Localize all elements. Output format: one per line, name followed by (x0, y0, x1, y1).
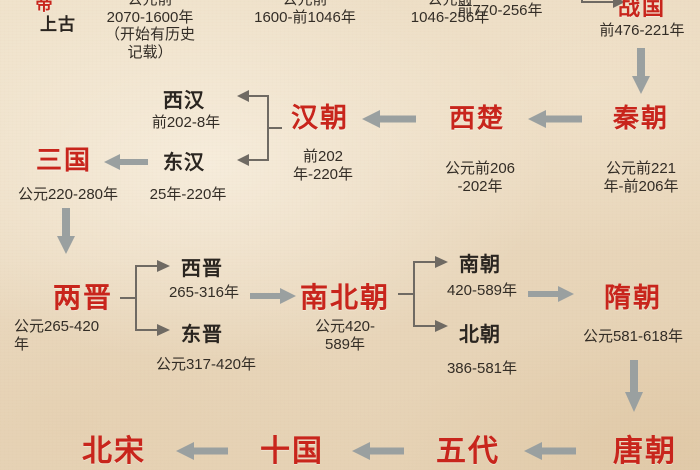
years-suichao: 公元581-618年 (582, 328, 684, 345)
node-wudai: 五代 (436, 435, 500, 468)
node-liangjin: 两晋 (52, 282, 113, 313)
arrow-suichao-to-tangchao (624, 360, 644, 412)
node-sanhuang-wudi-partial: 帝 (35, 0, 55, 14)
years-liangjin: 公元265-420 年 (14, 318, 100, 353)
years-qinchao: 公元前221 年-前206年 (603, 160, 679, 195)
node-shiguo: 十国 (260, 435, 324, 468)
years-zhanguo: 前476-221年 (599, 22, 685, 39)
node-beichao: 北朝 (459, 324, 501, 346)
node-tangchao: 唐朝 (613, 435, 677, 468)
connector-hanchao-split (224, 88, 288, 168)
arrow-xichu-to-hanchao (362, 108, 416, 130)
arrow-zhanguo-to-qinchao (631, 48, 651, 94)
years-dongjin: 公元317-420年 (155, 356, 257, 373)
arrow-shiguo-to-beisong (176, 440, 228, 462)
years-hanchao: 前202 年-220年 (292, 148, 354, 183)
connector-liangjin-split (112, 256, 182, 340)
node-sanguo: 三国 (35, 145, 92, 175)
years-dongzhou: 前770-256年 (457, 2, 543, 19)
node-suichao: 隋朝 (604, 283, 662, 313)
years-shang: 公元前 1600-前1046年 (254, 0, 356, 26)
node-xihan: 西汉 (163, 90, 205, 112)
node-shanggu: 上古 (40, 15, 76, 34)
arrow-nanchao-to-suichao (528, 284, 574, 304)
arrow-donghan-to-sanguo (104, 152, 148, 172)
node-nanchao: 南朝 (459, 254, 501, 276)
years-nanchao: 420-589年 (446, 282, 518, 299)
node-dongjin: 东晋 (181, 324, 223, 346)
node-qinchao: 秦朝 (612, 103, 669, 133)
arrow-wudai-to-shiguo (352, 440, 404, 462)
node-donghan: 东汉 (163, 152, 205, 174)
node-zhanguo: 战国 (617, 0, 666, 20)
connector-nanbeichao-split (390, 252, 460, 336)
years-zhou: 公元前 1046-256年 (410, 0, 490, 26)
arrow-sanguo-to-liangjin (56, 208, 76, 254)
years-xia: 公元前 2070-1600年 （开始有历史 记载） (104, 0, 195, 62)
years-xihan: 前202-8年 (151, 114, 221, 131)
node-xichu: 西楚 (448, 103, 505, 133)
arrow-qinchao-to-xichu (528, 108, 582, 130)
years-xijin: 265-316年 (168, 284, 240, 301)
arrow-tangchao-to-wudai (524, 440, 576, 462)
node-xijin: 西晋 (181, 258, 223, 280)
years-beichao: 386-581年 (446, 360, 518, 377)
node-beisong: 北宋 (82, 435, 146, 468)
years-nanbeichao: 公元420- 589年 (314, 318, 376, 353)
years-xichu: 公元前206 -202年 (444, 160, 516, 195)
connector-dongzhou-to-zhanguo (580, 0, 630, 20)
arrow-xijin-to-nanbeichao (250, 286, 296, 306)
years-donghan: 25年-220年 (149, 186, 227, 203)
node-hanchao: 汉朝 (291, 103, 349, 133)
node-nanbeichao: 南北朝 (299, 282, 390, 313)
years-sanguo: 公元220-280年 (17, 186, 119, 203)
